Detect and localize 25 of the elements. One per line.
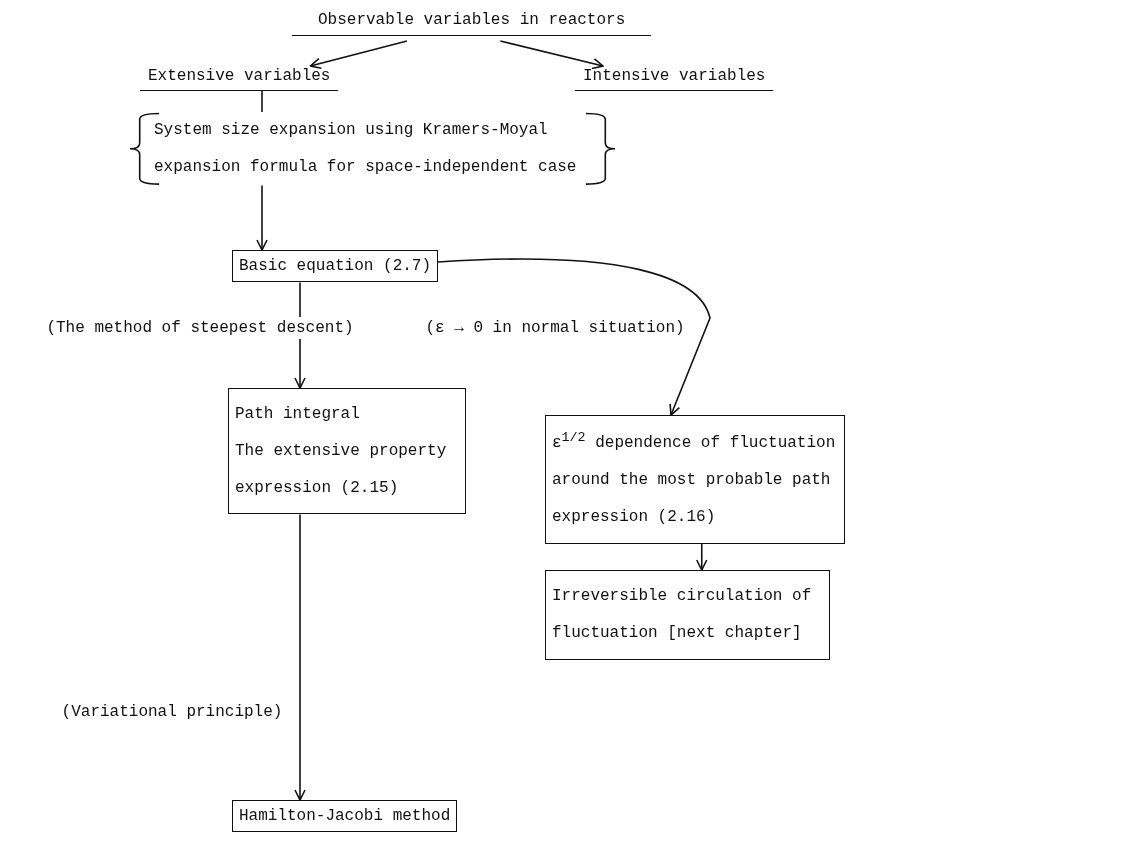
bracketed-note [130,112,615,186]
arrow [294,513,306,801]
arrow [309,40,408,70]
node-text: ε$^{1/2}$ dependence of fluctuation around the most probable path expression (2.16) [552,429,837,528]
node-text: System size expansion using Kramers-Moyal expansion formula for space-independent case [154,120,578,178]
node-text: The extensive property expression (2.15) [235,440,448,499]
node-text: Basic equation (2.7) [239,257,432,275]
node-text: Intensive variables [583,67,766,85]
node-text: Path integral [235,404,361,425]
node-text: Observable variables in reactors [318,11,626,29]
process-box [232,800,458,833]
underlined-heading [140,68,339,91]
process-box [545,570,830,660]
underlined-heading [575,68,774,91]
node-text: Hamilton-Jacobi method [239,807,451,825]
arrow [695,542,708,571]
node-text: Extensive variables [148,67,331,85]
arrow [256,184,268,251]
arrow [437,258,711,416]
arrow [499,40,604,70]
process-box [232,250,439,283]
underlined-heading [292,12,652,36]
node-text: Irreversible circulation of fluctuation [next chapter] [552,586,813,644]
process-box [545,415,845,544]
process-box [228,388,466,515]
